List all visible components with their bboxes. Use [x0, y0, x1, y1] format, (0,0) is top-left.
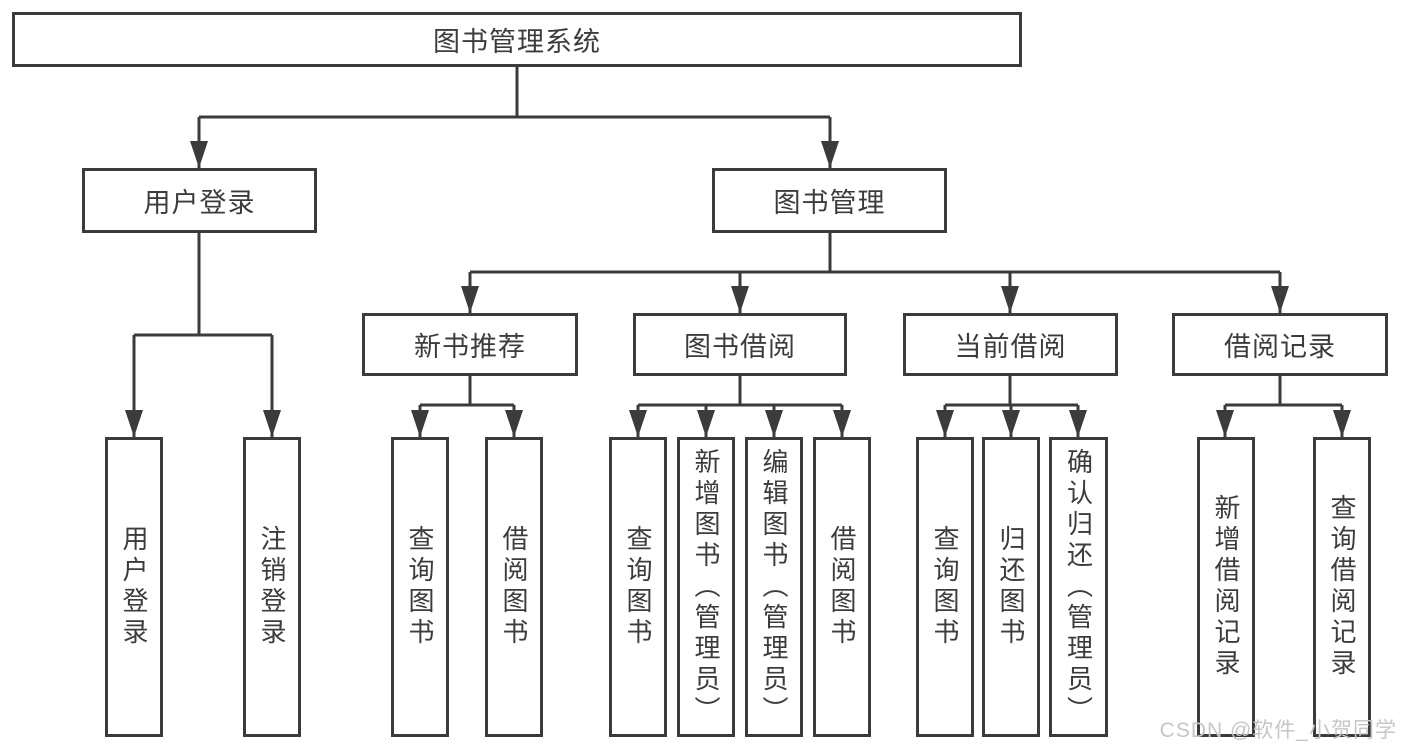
arrowhead-icon: [1002, 410, 1020, 437]
leaf-login-user-login-label: 用户登录: [119, 525, 149, 649]
node-new-book-recommend-label: 新书推荐: [414, 332, 526, 362]
watermark: CSDN @软件_小贺同学: [1159, 719, 1397, 742]
node-current-borrowing: 当前借阅: [903, 313, 1118, 376]
arrowhead-icon: [1069, 410, 1087, 437]
arrowhead-icon: [1001, 286, 1019, 313]
arrowhead-icon: [125, 410, 143, 437]
arrowhead-icon: [461, 286, 479, 313]
leaf-newbooks-query-book-label: 查询图书: [405, 525, 435, 649]
node-borrowing-records: 借阅记录: [1172, 313, 1388, 376]
node-new-book-recommend: 新书推荐: [362, 313, 578, 376]
arrowhead-icon: [821, 141, 839, 168]
leaf-current-return-book-label: 归还图书: [996, 525, 1026, 649]
leaf-borrow-borrow-book: 借阅图书: [813, 437, 871, 737]
leaf-current-confirm-return-admin: 确认归还（管理员）: [1049, 437, 1108, 737]
leaf-current-query-book-label: 查询图书: [930, 525, 960, 649]
arrowhead-icon: [765, 410, 783, 437]
arrowhead-icon: [505, 410, 523, 437]
arrowhead-icon: [697, 410, 715, 437]
leaf-borrow-add-book-admin: 新增图书（管理员）: [677, 437, 735, 737]
leaf-borrow-edit-book-admin-label: 编辑图书（管理员）: [759, 447, 789, 727]
node-book-management-label: 图书管理: [773, 188, 886, 218]
node-root-label: 图书管理系统: [433, 27, 601, 57]
leaf-current-query-book: 查询图书: [916, 437, 974, 737]
leaf-login-logout: 注销登录: [243, 437, 301, 737]
node-user-login: 用户登录: [82, 168, 317, 233]
arrowhead-icon: [263, 410, 281, 437]
node-book-management: 图书管理: [712, 168, 947, 233]
arrowhead-icon: [190, 141, 208, 168]
arrowhead-icon: [1333, 410, 1351, 437]
node-root: 图书管理系统: [12, 12, 1022, 67]
leaf-records-query-record: 查询借阅记录: [1313, 437, 1371, 737]
node-current-borrowing-label: 当前借阅: [954, 332, 1067, 362]
leaf-borrow-borrow-book-label: 借阅图书: [827, 525, 857, 649]
leaf-borrow-query-book-label: 查询图书: [623, 525, 653, 649]
leaf-records-add-record-label: 新增借阅记录: [1211, 494, 1241, 680]
leaf-borrow-add-book-admin-label: 新增图书（管理员）: [691, 447, 721, 727]
leaf-current-return-book: 归还图书: [982, 437, 1040, 737]
connector-path: [132, 67, 1344, 437]
node-user-login-label: 用户登录: [143, 188, 256, 218]
node-book-borrowing-label: 图书借阅: [684, 332, 796, 362]
leaf-records-query-record-label: 查询借阅记录: [1327, 494, 1357, 680]
arrowhead-icon: [411, 410, 429, 437]
arrowhead-icon: [1216, 410, 1234, 437]
arrowhead-icon: [731, 286, 749, 313]
arrowhead-icon: [629, 410, 647, 437]
leaf-newbooks-query-book: 查询图书: [391, 437, 449, 737]
leaf-login-logout-label: 注销登录: [257, 525, 287, 649]
leaf-borrow-query-book: 查询图书: [609, 437, 667, 737]
leaf-borrow-edit-book-admin: 编辑图书（管理员）: [745, 437, 803, 737]
arrowhead-icon: [1271, 286, 1289, 313]
arrowhead-icon: [936, 410, 954, 437]
arrowhead-icon: [833, 410, 851, 437]
leaf-current-confirm-return-admin-label: 确认归还（管理员）: [1063, 447, 1094, 727]
leaf-records-add-record: 新增借阅记录: [1197, 437, 1255, 737]
leaf-login-user-login: 用户登录: [105, 437, 163, 737]
node-borrowing-records-label: 借阅记录: [1224, 332, 1336, 362]
leaf-newbooks-borrow-book: 借阅图书: [485, 437, 543, 737]
leaf-newbooks-borrow-book-label: 借阅图书: [499, 525, 529, 649]
node-book-borrowing: 图书借阅: [633, 313, 847, 376]
